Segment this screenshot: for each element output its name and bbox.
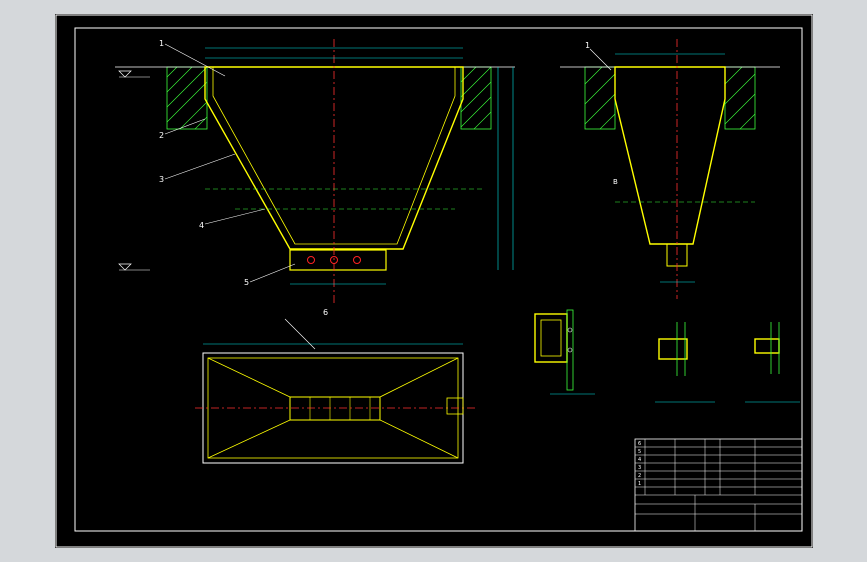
plan-outlet — [289, 396, 381, 421]
detail-c-section — [754, 338, 780, 354]
main-elevation-view[interactable]: 1 2 3 4 5 — [115, 39, 515, 304]
discharge-gate — [289, 249, 387, 271]
section-tag: B — [613, 178, 618, 186]
callout-3: 3 — [159, 175, 164, 184]
plan-view[interactable]: 6 — [195, 308, 475, 464]
bolt-hole — [353, 256, 361, 264]
hopper-inner-liner — [212, 66, 456, 245]
table-row-no: 1 — [638, 481, 641, 487]
table-row-no: 3 — [638, 465, 641, 471]
detail-a-section — [534, 313, 568, 363]
callout-2: 2 — [159, 131, 164, 140]
side-callout-1: 1 — [585, 41, 590, 50]
side-hopper-outline — [614, 66, 726, 245]
table-row-no: 5 — [638, 449, 641, 455]
elevation-mark-top — [118, 70, 132, 78]
callout-4: 4 — [199, 221, 204, 230]
hopper-outline — [204, 66, 464, 250]
callout-1: 1 — [159, 39, 164, 48]
inner-border — [74, 27, 803, 532]
detail-views[interactable] — [534, 309, 800, 403]
callout-5: 5 — [244, 278, 249, 287]
drawing-sheet: 1 2 3 4 5 1 B — [55, 14, 813, 548]
side-elevation-view[interactable]: 1 B — [560, 39, 780, 299]
table-row-no: 6 — [638, 441, 641, 447]
elevation-mark-bottom — [118, 263, 132, 271]
detail-b-section — [658, 338, 688, 360]
right-foundation — [460, 66, 492, 130]
table-row-no: 2 — [638, 473, 641, 479]
parts-table[interactable]: 6 5 4 3 2 1 — [634, 438, 803, 532]
plan-callout-6: 6 — [323, 308, 328, 317]
table-row-no: 4 — [638, 457, 641, 463]
bolt-hole — [307, 256, 315, 264]
outer-border — [55, 14, 813, 548]
left-foundation — [166, 66, 208, 130]
cad-drawing-canvas[interactable]: 1 2 3 4 5 1 B — [55, 14, 813, 548]
